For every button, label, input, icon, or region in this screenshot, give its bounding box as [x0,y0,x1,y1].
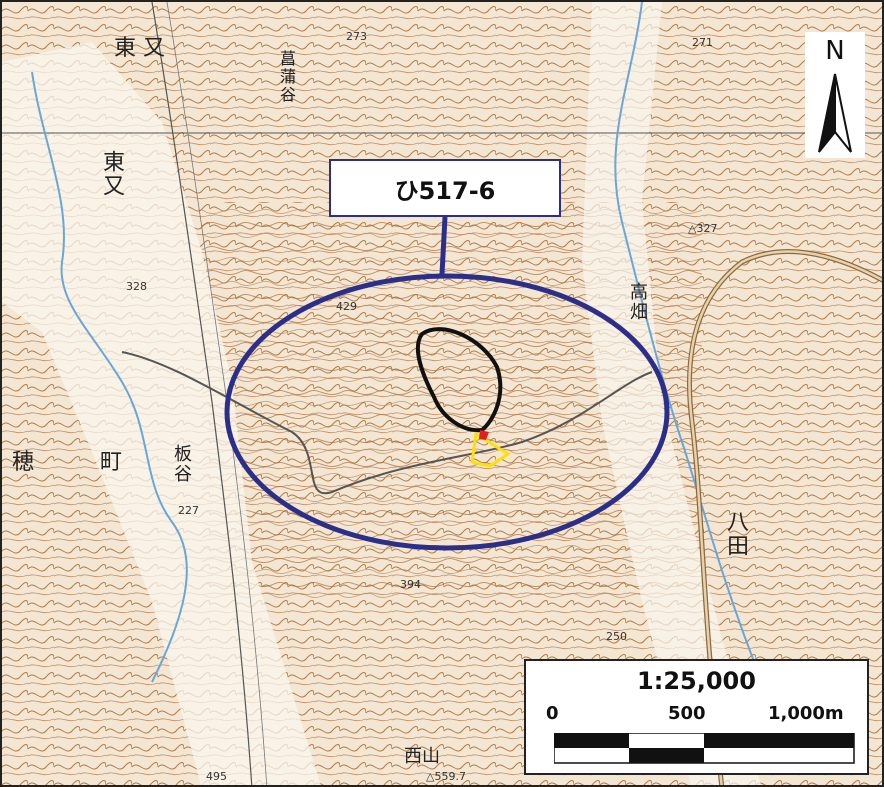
scale-bar [554,733,855,764]
elevation-559-7: △559.7 [426,770,466,783]
scale-legend: 1:25,000 0 500 1,000m [524,659,869,775]
scale-tick-1000: 1,000m [768,703,844,724]
north-indicator: N [805,32,865,158]
place-machi: 町 [100,450,123,475]
red-marker [479,430,489,440]
yellow-marker [470,431,511,468]
place-ho: 穂 [12,450,35,475]
elevation-227: 227 [178,504,199,517]
place-higashimata-left: 東又 [99,150,124,198]
elevation-328: 328 [126,280,147,293]
elevation-429: 429 [336,300,357,313]
elevation-273: 273 [346,30,367,43]
place-itadani: 板谷 [171,444,192,484]
place-higashimata-top: 東 又 [114,36,165,61]
highlight-ellipse [224,273,670,551]
scale-ratio: 1:25,000 [637,667,756,695]
elevation-271: 271 [692,36,713,49]
place-nishiyama: 西山 [404,746,440,767]
north-arrow-icon [818,73,852,153]
place-yata: 八田 [723,510,748,558]
elevation-327: △327 [688,222,718,235]
scale-tick-500: 500 [668,703,706,724]
place-ayamedani: 菖蒲谷 [277,50,296,104]
elevation-394: 394 [400,578,421,591]
scale-tick-0: 0 [546,703,559,724]
elevation-250: 250 [606,630,627,643]
elevation-495: 495 [206,770,227,783]
site-label: ひ517-6 [329,159,561,217]
north-letter: N [825,36,845,66]
place-takabatake: 高畑 [627,282,648,322]
site-outline [416,327,503,433]
